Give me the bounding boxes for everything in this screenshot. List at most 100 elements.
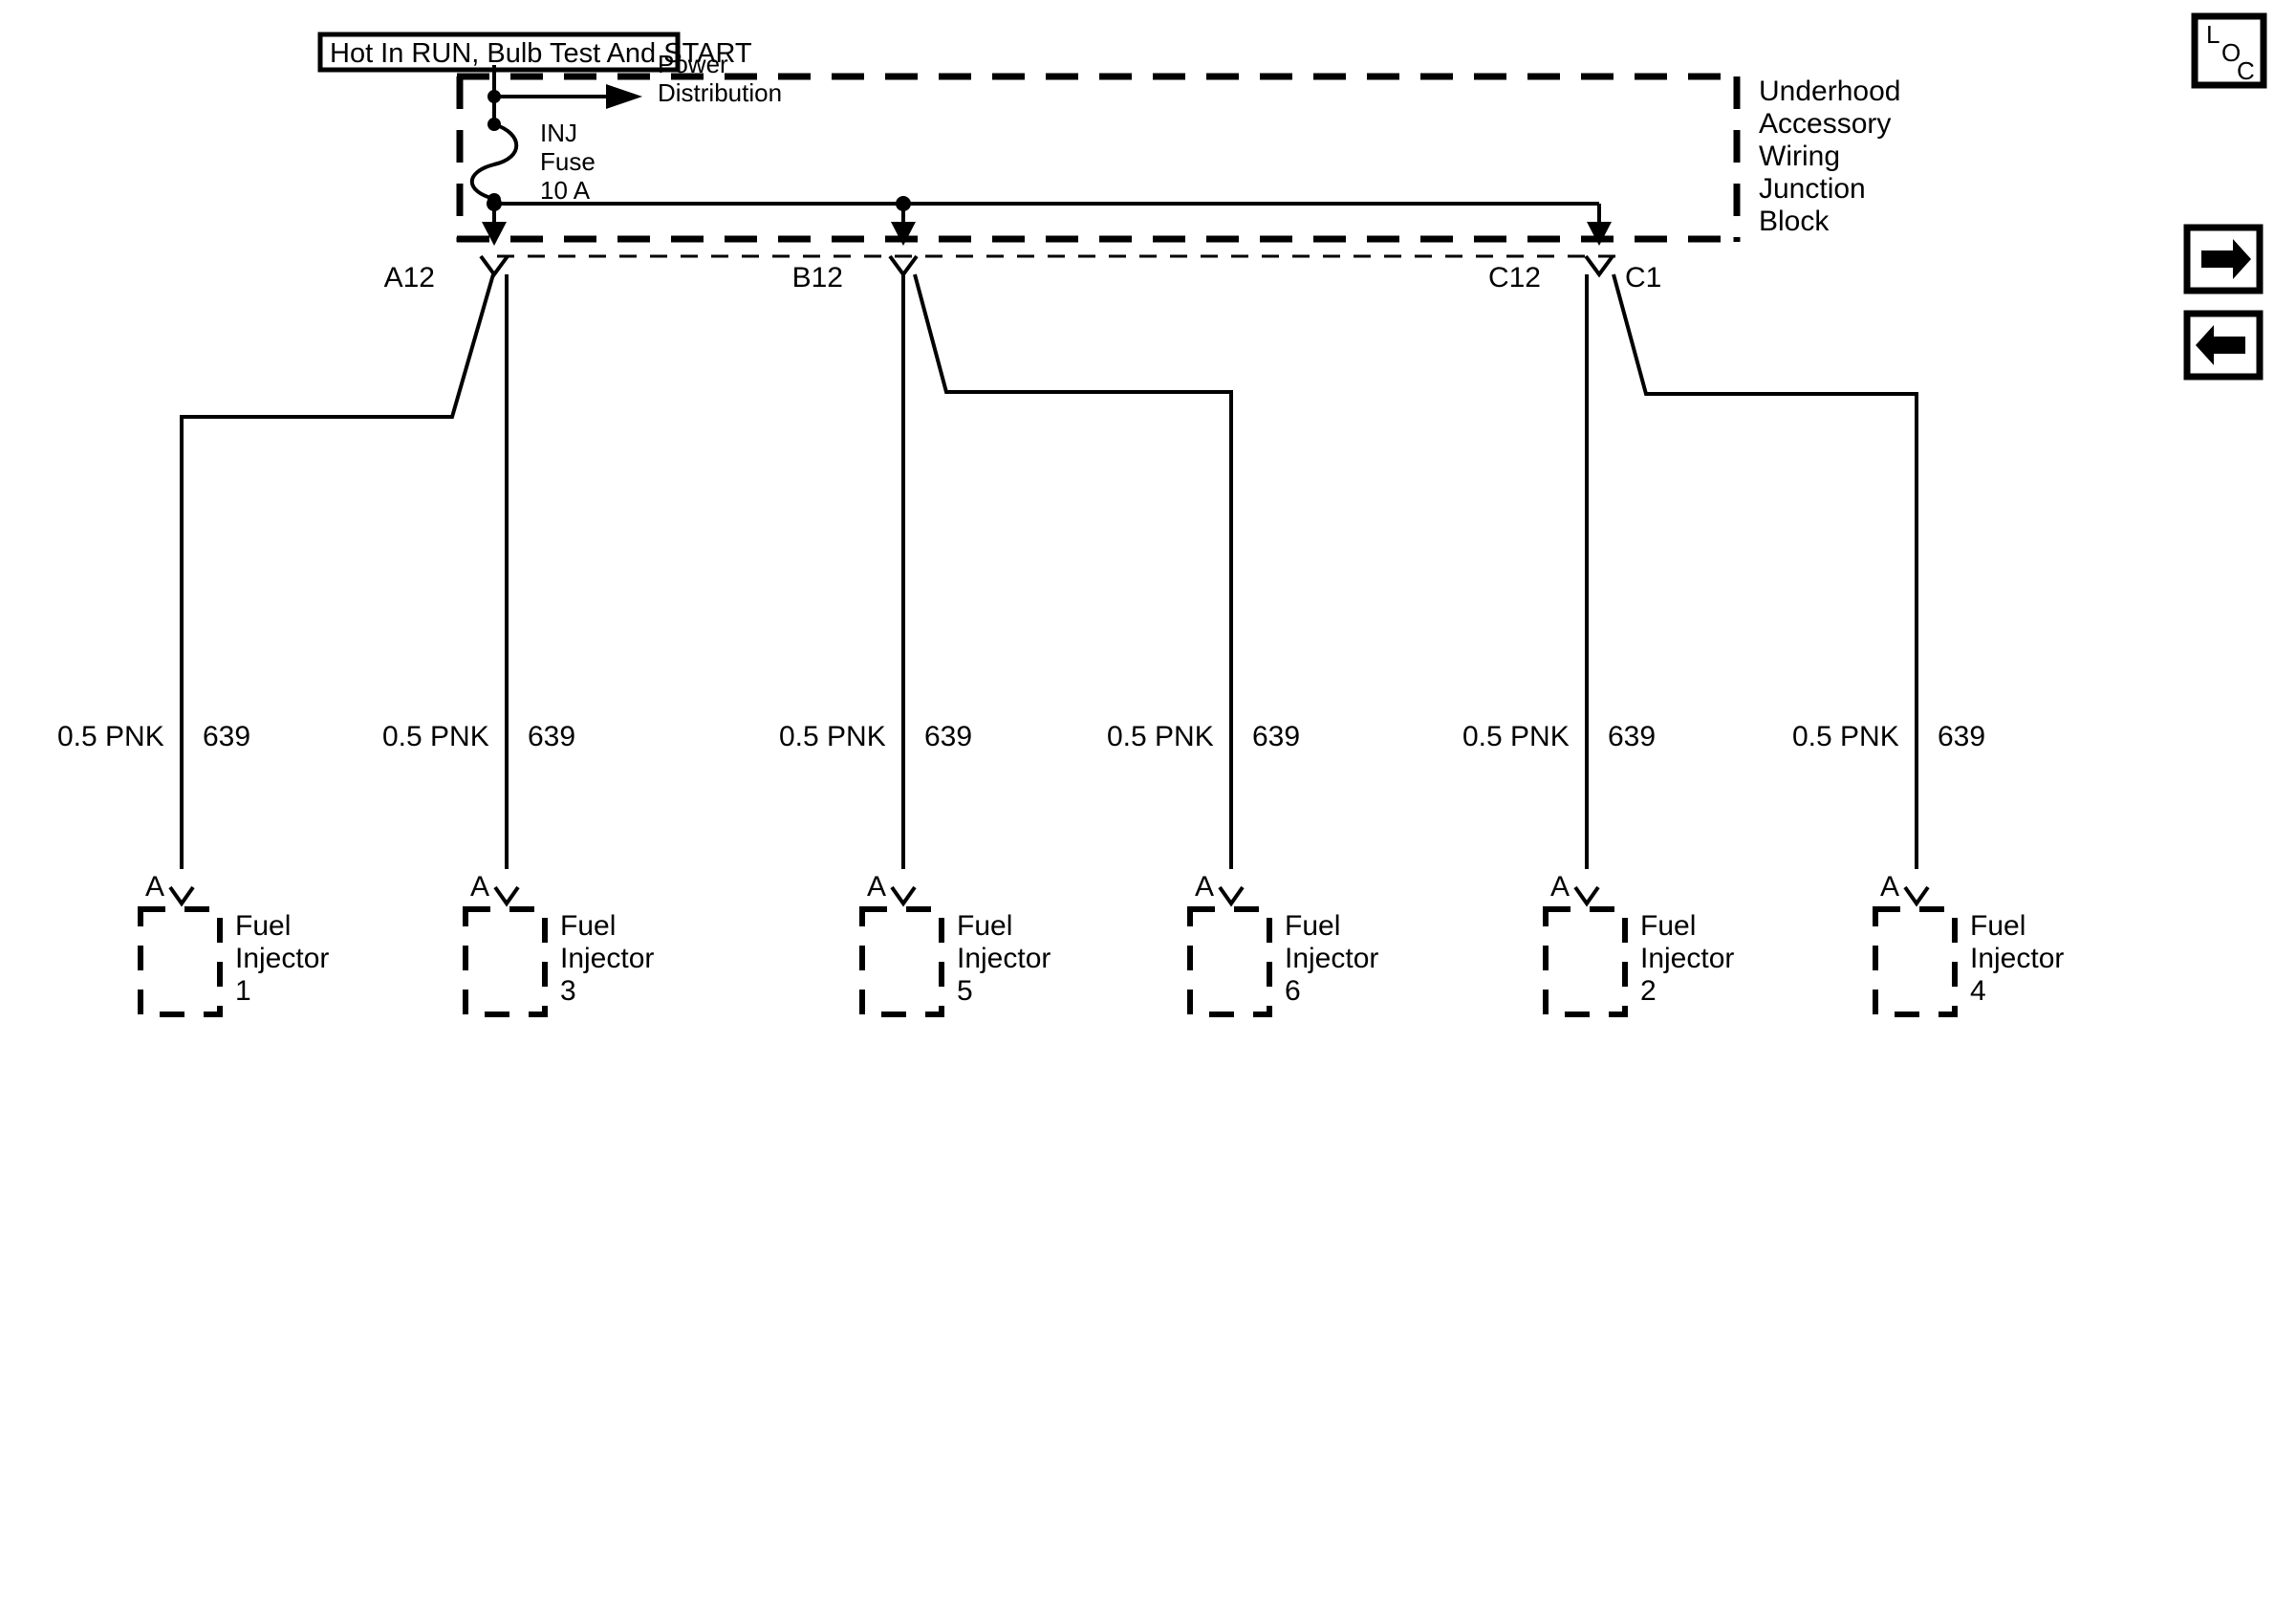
wire-circuit-number-6: 639: [1938, 721, 1985, 752]
component-outline-injector-3: [463, 906, 548, 1017]
bus-arrow-b12: [891, 222, 916, 246]
module-label-line-4: Junction: [1759, 173, 1866, 205]
wire-a12-to-injector-1: [180, 273, 495, 869]
wire-gauge-color-6: 0.5 PNK: [1792, 721, 1899, 752]
connector-b12[interactable]: B12: [792, 254, 919, 294]
terminal-label-injector-4: A: [1880, 871, 1899, 903]
connector-a12-symbol: [479, 254, 509, 278]
component-fuel-injector-4[interactable]: A Fuel Injector 4: [1873, 871, 2064, 1017]
wire-label-group-1: 0.5 PNK 639: [57, 721, 250, 752]
branch-c12: [1585, 273, 1918, 869]
underhood-junction-block-label: Underhood Accessory Wiring Junction Bloc…: [1759, 76, 1900, 237]
terminal-label-injector-5: A: [867, 871, 886, 903]
component-number-injector-4: 4: [1970, 975, 1986, 1007]
wire-b12-to-injector-6: [913, 273, 1233, 869]
component-name-line2-injector-3: Injector: [560, 943, 654, 974]
connector-c12[interactable]: C12 C1: [1488, 254, 1661, 294]
next-page-button[interactable]: [2183, 224, 2264, 294]
component-name-line2-injector-5: Injector: [957, 943, 1051, 974]
module-label-line-3: Wiring: [1759, 141, 1840, 172]
terminal-arrow-injector-5: [890, 885, 917, 907]
connector-c12-label: C12: [1488, 262, 1541, 294]
component-fuel-injector-6[interactable]: A Fuel Injector 6: [1187, 871, 1378, 1017]
module-label-line-5: Block: [1759, 206, 1830, 237]
component-fuel-injector-2[interactable]: A Fuel Injector 2: [1543, 871, 1734, 1017]
connector-c12-symbol: [1584, 254, 1614, 278]
locator-button[interactable]: L O C: [2191, 12, 2267, 89]
component-name-line1-injector-4: Fuel: [1970, 910, 2025, 942]
hot-in-run-banner-label: Hot In RUN, Bulb Test And START: [330, 38, 752, 69]
component-name-line1-injector-1: Fuel: [235, 910, 291, 942]
wire-gauge-color-4: 0.5 PNK: [1107, 721, 1214, 752]
inj-fuse: INJ Fuse 10 A: [469, 97, 596, 207]
module-label-line-2: Accessory: [1759, 108, 1891, 140]
component-name-line2-injector-6: Injector: [1285, 943, 1378, 974]
wire-gauge-color-1: 0.5 PNK: [57, 721, 164, 752]
component-name-line1-injector-2: Fuel: [1640, 910, 1696, 942]
wire-label-group-5: 0.5 PNK 639: [1462, 721, 1656, 752]
fuse-type-label: Fuse: [540, 147, 596, 176]
connector-b12-symbol: [888, 254, 919, 278]
component-name-line1-injector-6: Fuel: [1285, 910, 1340, 942]
wire-circuit-number-4: 639: [1252, 721, 1300, 752]
locator-letter-c: C: [2237, 56, 2255, 85]
component-name-line1-injector-3: Fuel: [560, 910, 616, 942]
terminal-arrow-injector-2: [1573, 885, 1600, 907]
hot-in-run-banner: Hot In RUN, Bulb Test And START: [317, 32, 752, 73]
wire-circuit-number-2: 639: [528, 721, 575, 752]
wire-circuit-number-3: 639: [924, 721, 972, 752]
module-label-line-1: Underhood: [1759, 76, 1900, 107]
terminal-arrow-injector-3: [493, 885, 520, 907]
component-number-injector-3: 3: [560, 975, 576, 1007]
component-number-injector-1: 1: [235, 975, 251, 1007]
arrow-left-icon: [2196, 325, 2245, 365]
component-number-injector-5: 5: [957, 975, 973, 1007]
component-fuel-injector-5[interactable]: A Fuel Injector 5: [859, 871, 1051, 1017]
terminal-label-injector-3: A: [470, 871, 489, 903]
fuse-name-label: INJ: [540, 119, 577, 147]
locator-letter-o: O: [2221, 38, 2241, 67]
wire-c1-to-injector-4: [1612, 273, 1918, 869]
previous-page-button[interactable]: [2183, 310, 2264, 381]
connector-a12-label: A12: [384, 262, 435, 294]
fuse-output-bus: [482, 196, 1612, 246]
locator-letter-l: L: [2206, 20, 2220, 49]
component-fuel-injector-1[interactable]: A Fuel Injector 1: [138, 871, 329, 1017]
terminal-arrow-injector-1: [168, 885, 195, 907]
terminal-arrow-injector-6: [1218, 885, 1245, 907]
connector-c1-label: C1: [1625, 262, 1661, 294]
wire-gauge-color-5: 0.5 PNK: [1462, 721, 1570, 752]
component-outline-injector-5: [859, 906, 944, 1017]
power-distribution-branch: Power Distribution: [494, 50, 782, 109]
arrow-right-icon: [2201, 239, 2251, 279]
component-outline-injector-6: [1187, 906, 1272, 1017]
component-outline-injector-1: [138, 906, 223, 1017]
power-distribution-arrowhead: [606, 84, 642, 109]
component-name-line2-injector-4: Injector: [1970, 943, 2064, 974]
bus-arrow-a12: [482, 222, 507, 246]
fuse-element-squiggle: [469, 122, 519, 201]
component-outline-injector-4: [1873, 906, 1958, 1017]
wire-gauge-color-2: 0.5 PNK: [382, 721, 489, 752]
wire-label-group-3: 0.5 PNK 639: [779, 721, 972, 752]
terminal-label-injector-6: A: [1195, 871, 1214, 903]
branch-a12: [180, 273, 509, 869]
component-name-line2-injector-1: Injector: [235, 943, 329, 974]
bus-arrow-c12: [1587, 222, 1612, 246]
component-name-line1-injector-5: Fuel: [957, 910, 1012, 942]
component-number-injector-6: 6: [1285, 975, 1301, 1007]
terminal-label-injector-2: A: [1550, 871, 1570, 903]
component-number-injector-2: 2: [1640, 975, 1657, 1007]
power-distribution-label-line-1: Power: [658, 50, 728, 78]
power-distribution-label-line-2: Distribution: [658, 78, 782, 107]
component-fuel-injector-3[interactable]: A Fuel Injector 3: [463, 871, 654, 1017]
wire-label-group-6: 0.5 PNK 639: [1792, 721, 1985, 752]
terminal-arrow-injector-4: [1903, 885, 1930, 907]
component-name-line2-injector-2: Injector: [1640, 943, 1734, 974]
wire-gauge-color-3: 0.5 PNK: [779, 721, 886, 752]
connector-a12[interactable]: A12: [384, 254, 509, 294]
wire-label-group-2: 0.5 PNK 639: [382, 721, 575, 752]
wire-label-group-4: 0.5 PNK 639: [1107, 721, 1300, 752]
